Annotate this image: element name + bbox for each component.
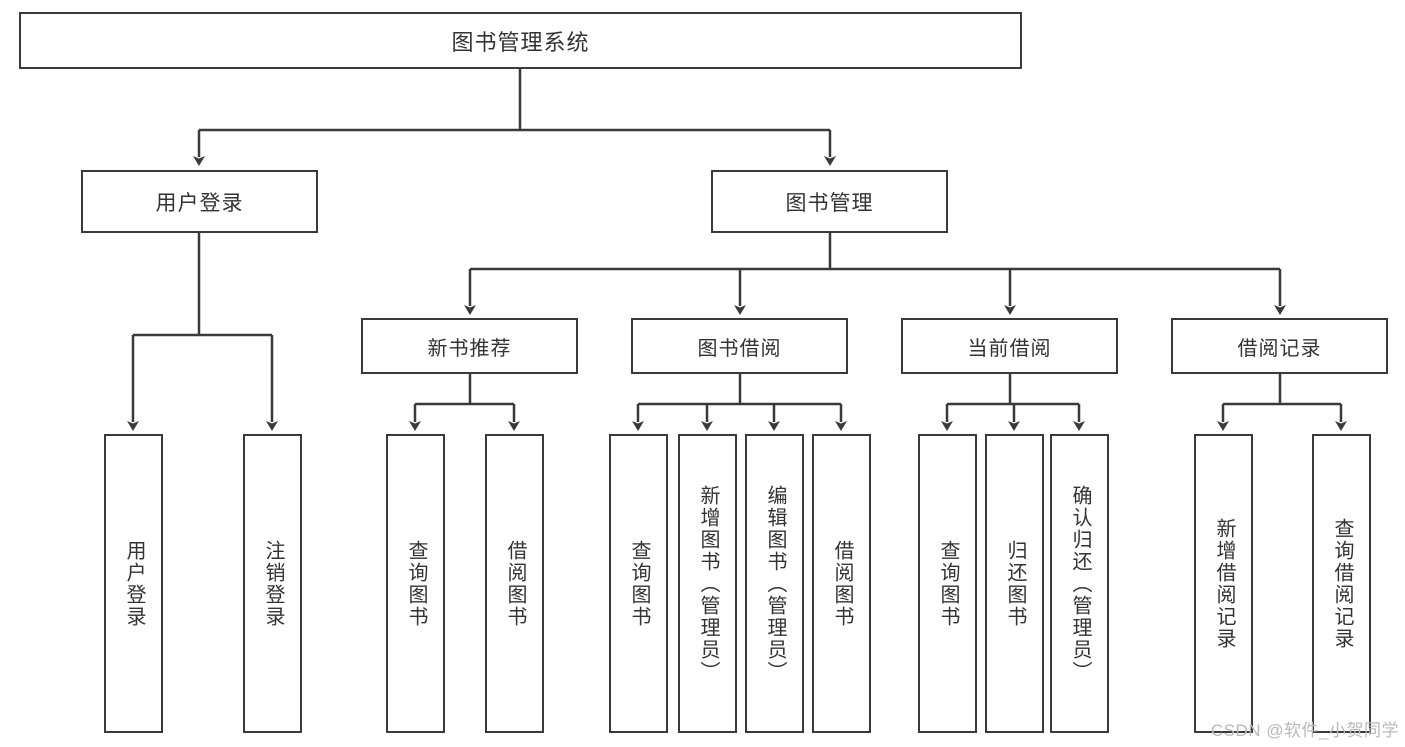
node-new-book-recommend-label: 新书推荐 <box>427 337 512 360</box>
node-book-borrow-label: 图书借阅 <box>697 337 782 360</box>
leaf-book-borrow-add[interactable]: 新增图书（管理员） <box>678 434 737 733</box>
node-new-book-recommend[interactable]: 新书推荐 <box>361 318 578 374</box>
node-root-label: 图书管理系统 <box>451 29 590 55</box>
leaf-current-borrow-return-label: 归还图书 <box>1004 539 1026 628</box>
leaf-book-borrow-query-label: 查询图书 <box>628 539 650 628</box>
leaf-borrow-record-query[interactable]: 查询借阅记录 <box>1312 434 1371 733</box>
leaf-book-borrow-query[interactable]: 查询图书 <box>609 434 668 733</box>
leaf-new-book-borrow-label: 借阅图书 <box>504 539 526 628</box>
leaf-current-borrow-query[interactable]: 查询图书 <box>918 434 977 733</box>
leaf-user-login-logout-label: 注销登录 <box>262 539 284 628</box>
leaf-book-borrow-borrow-label: 借阅图书 <box>831 539 853 628</box>
leaf-current-borrow-confirm-return[interactable]: 确认归还（管理员） <box>1050 434 1109 733</box>
node-book-borrow[interactable]: 图书借阅 <box>631 318 848 374</box>
node-book-management[interactable]: 图书管理 <box>711 170 948 233</box>
leaf-book-borrow-edit-label: 编辑图书（管理员） <box>764 484 786 683</box>
node-root[interactable]: 图书管理系统 <box>19 12 1022 69</box>
leaf-new-book-query[interactable]: 查询图书 <box>386 434 445 733</box>
node-user-login-label: 用户登录 <box>155 191 244 215</box>
leaf-user-login-login[interactable]: 用户登录 <box>104 434 163 733</box>
node-borrow-record[interactable]: 借阅记录 <box>1171 318 1388 374</box>
watermark: CSDN @软件_小贺同学 <box>1210 721 1399 740</box>
leaf-book-borrow-add-label: 新增图书（管理员） <box>697 484 719 683</box>
node-current-borrow-label: 当前借阅 <box>967 337 1052 360</box>
leaf-borrow-record-add-label: 新增借阅记录 <box>1213 517 1235 650</box>
leaf-user-login-logout[interactable]: 注销登录 <box>243 434 302 733</box>
leaf-borrow-record-query-label: 查询借阅记录 <box>1331 517 1353 650</box>
node-borrow-record-label: 借阅记录 <box>1237 337 1322 360</box>
leaf-book-borrow-borrow[interactable]: 借阅图书 <box>812 434 871 733</box>
node-user-login[interactable]: 用户登录 <box>81 170 318 233</box>
leaf-current-borrow-return[interactable]: 归还图书 <box>985 434 1044 733</box>
node-current-borrow[interactable]: 当前借阅 <box>901 318 1118 374</box>
leaf-current-borrow-query-label: 查询图书 <box>937 539 959 628</box>
leaf-book-borrow-edit[interactable]: 编辑图书（管理员） <box>745 434 804 733</box>
leaf-new-book-borrow[interactable]: 借阅图书 <box>485 434 544 733</box>
node-book-management-label: 图书管理 <box>785 191 874 215</box>
leaf-user-login-login-label: 用户登录 <box>123 539 145 628</box>
leaf-new-book-query-label: 查询图书 <box>405 539 427 628</box>
leaf-current-borrow-confirm-return-label: 确认归还（管理员） <box>1069 484 1091 683</box>
leaf-borrow-record-add[interactable]: 新增借阅记录 <box>1194 434 1253 733</box>
